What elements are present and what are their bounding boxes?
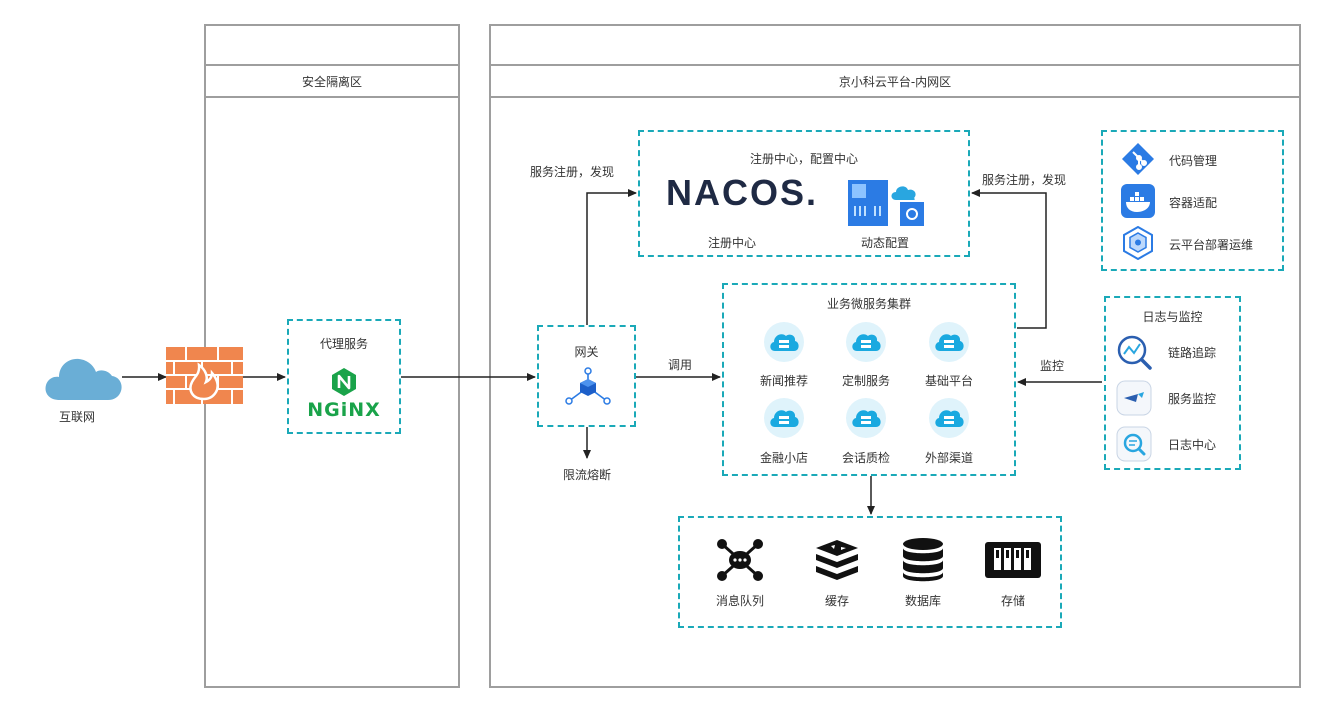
dmz-zone-title: 安全隔离区 xyxy=(301,75,362,89)
intranet-zone-title: 京小科云平台-内网区 xyxy=(838,75,952,89)
gateway-icon xyxy=(565,367,611,405)
cloud-icon xyxy=(45,358,122,400)
devops-box: 代码管理 容器适配 云平台部署运维 xyxy=(1101,130,1284,271)
redis-icon xyxy=(816,540,858,580)
git-icon xyxy=(1122,143,1154,175)
registry-right-label: 动态配置 xyxy=(861,236,910,250)
kubernetes-icon xyxy=(1123,226,1153,260)
infra-item-label-2: 数据库 xyxy=(904,594,941,608)
gateway-box: 网关 xyxy=(537,325,636,427)
register-left-label: 服务注册，发现 xyxy=(530,165,615,179)
nacos-logo-text: NACOS. xyxy=(666,172,819,213)
registry-title: 注册中心，配置中心 xyxy=(749,152,858,166)
trace-icon xyxy=(1117,335,1152,370)
service-label-2: 基础平台 xyxy=(924,374,973,388)
firewall-node xyxy=(166,347,243,404)
service-label-1: 定制服务 xyxy=(841,374,890,388)
monitoring-item-label-2: 日志中心 xyxy=(1168,438,1217,452)
service-icon-3 xyxy=(764,398,804,438)
dynamic-config-icon xyxy=(848,180,924,226)
cluster-title: 业务微服务集群 xyxy=(826,297,911,311)
register-right-label: 服务注册，发现 xyxy=(982,173,1067,187)
sentinel-icon xyxy=(1116,380,1152,416)
edge-gateway-registry xyxy=(586,189,637,325)
service-label-0: 新闻推荐 xyxy=(759,374,808,388)
service-icon-4 xyxy=(846,398,886,438)
monitoring-box: 日志与监控 链路追踪 服务监控 日志中心 xyxy=(1104,296,1241,470)
proxy-title: 代理服务 xyxy=(319,337,368,351)
message-queue-icon xyxy=(717,539,763,581)
service-label-4: 会话质检 xyxy=(841,451,890,465)
nginx-logo-text: NGiNX xyxy=(307,399,381,421)
service-icon-5 xyxy=(929,398,969,438)
log-search-icon xyxy=(1116,426,1152,462)
dmz-zone-header xyxy=(206,26,458,66)
service-icon-1 xyxy=(846,322,886,362)
gateway-title: 网关 xyxy=(574,345,599,359)
monitoring-title: 日志与监控 xyxy=(1142,310,1203,324)
edge-cluster-registry xyxy=(971,189,1047,329)
service-icon-0 xyxy=(764,322,804,362)
cluster-box: 业务微服务集群 新闻推荐 定制服务 基础平台 金融小店 会话质检 外部渠道 xyxy=(722,283,1016,476)
service-label-3: 金融小店 xyxy=(759,451,808,465)
internet-node: 互联网 xyxy=(40,350,126,430)
devops-item-label-0: 代码管理 xyxy=(1169,154,1218,168)
database-icon xyxy=(903,538,943,582)
storage-icon xyxy=(985,542,1041,578)
intranet-zone-title-bar xyxy=(491,66,1299,98)
devops-item-label-2: 云平台部署运维 xyxy=(1169,238,1254,252)
proxy-box: 代理服务 NGiNX xyxy=(287,319,401,434)
monitor-label: 监控 xyxy=(1040,359,1065,373)
devops-item-label-1: 容器适配 xyxy=(1169,196,1218,210)
monitoring-item-label-1: 服务监控 xyxy=(1168,392,1217,406)
infra-box: 消息队列 缓存 数据库 存储 xyxy=(678,516,1062,628)
registry-left-label: 注册中心 xyxy=(708,236,757,250)
firewall-icon xyxy=(166,347,243,404)
infra-item-label-3: 存储 xyxy=(1000,594,1025,608)
nginx-icon xyxy=(332,368,356,396)
docker-icon xyxy=(1121,184,1155,218)
intranet-zone-header xyxy=(491,26,1299,66)
infra-item-label-1: 缓存 xyxy=(824,594,849,608)
internet-label: 互联网 xyxy=(58,410,95,424)
monitoring-item-label-0: 链路追踪 xyxy=(1168,346,1217,360)
gateway-limit-label: 限流熔断 xyxy=(562,468,611,482)
registry-box: 注册中心，配置中心 NACOS. 注册中心 动态配置 xyxy=(638,130,970,257)
dmz-zone-title-bar xyxy=(206,66,458,98)
call-label: 调用 xyxy=(668,358,693,372)
service-label-5: 外部渠道 xyxy=(924,451,973,465)
infra-item-label-0: 消息队列 xyxy=(715,594,764,608)
service-icon-2 xyxy=(929,322,969,362)
